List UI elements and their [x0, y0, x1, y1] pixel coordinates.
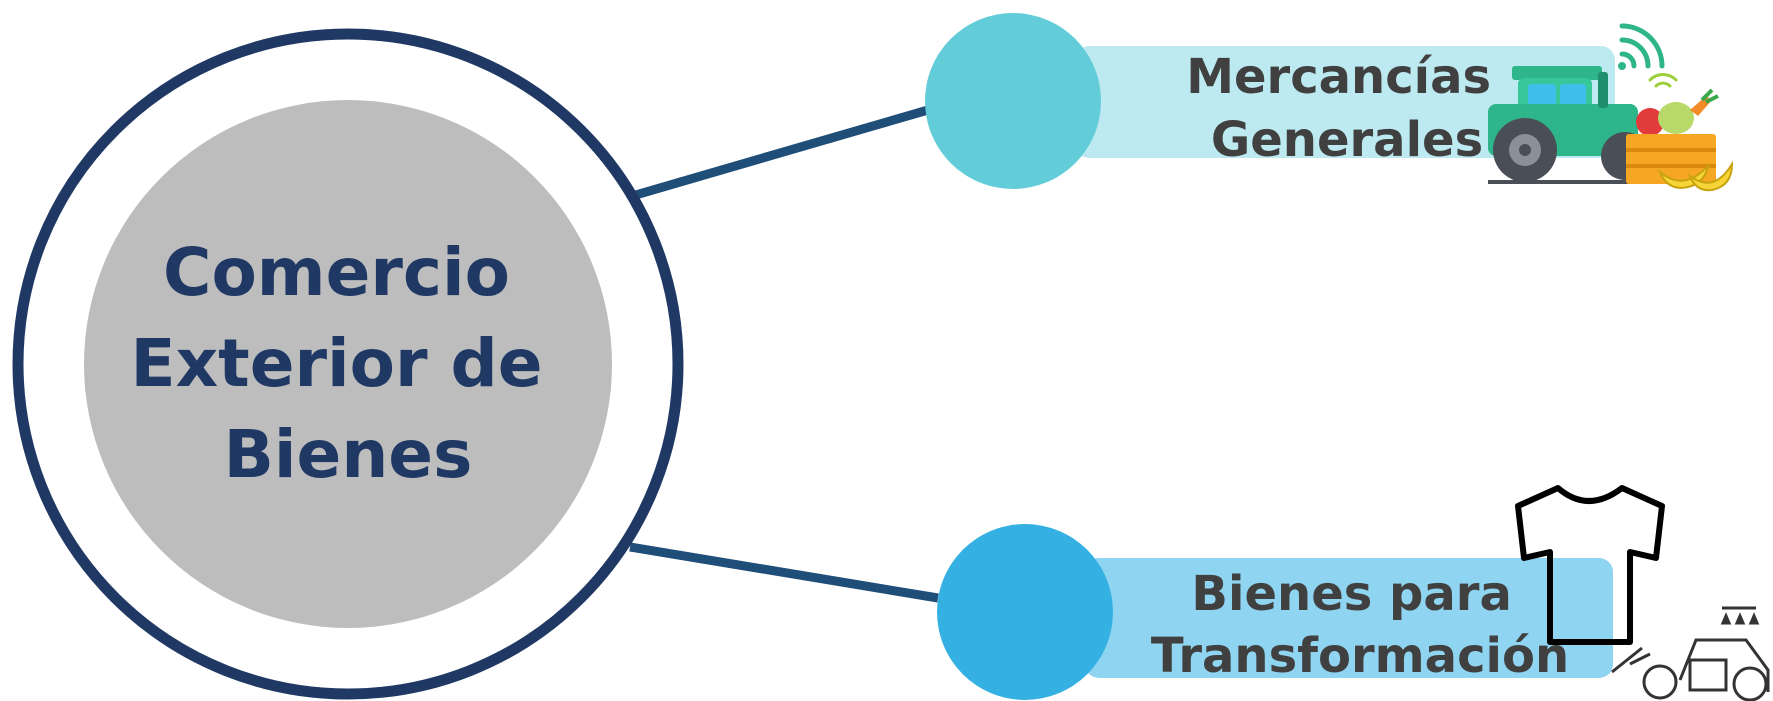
branch-2-label: Bienes para Transformación — [1151, 566, 1569, 684]
branch-1-label: Mercancías Generales — [1186, 49, 1508, 168]
branch-1-label-line-1: Mercancías — [1186, 49, 1491, 105]
branch-1-band — [1075, 46, 1615, 158]
center-title-line-3: Bienes — [224, 416, 473, 493]
center-title: Comercio Exterior de Bienes — [130, 234, 565, 493]
connector-line-bottom — [629, 542, 939, 603]
tshirt-car-parts-icon — [1515, 485, 1770, 701]
branch-1-label-line-2: Generales — [1211, 112, 1483, 168]
center-node: Comercio Exterior de Bienes — [12, 28, 684, 700]
branch-bienes-para-transformacion: Bienes para Transformación — [937, 485, 1770, 701]
center-title-line-2: Exterior de — [130, 325, 542, 402]
center-inner-circle — [84, 100, 612, 628]
car-parts-icon — [1611, 606, 1770, 701]
connector-line-top — [630, 105, 930, 201]
center-title-line-1: Comercio — [163, 234, 510, 311]
branch-mercancias-generales: Mercancías Generales — [925, 13, 1734, 192]
branch-2-circle — [937, 524, 1113, 700]
branch-2-band — [1085, 558, 1613, 678]
branch-2-label-line-2: Transformación — [1151, 628, 1569, 684]
tractor-produce-icon — [1488, 23, 1734, 192]
tshirt-icon — [1515, 485, 1665, 645]
branch-2-label-line-1: Bienes para — [1191, 566, 1511, 622]
branch-1-circle — [925, 13, 1101, 189]
